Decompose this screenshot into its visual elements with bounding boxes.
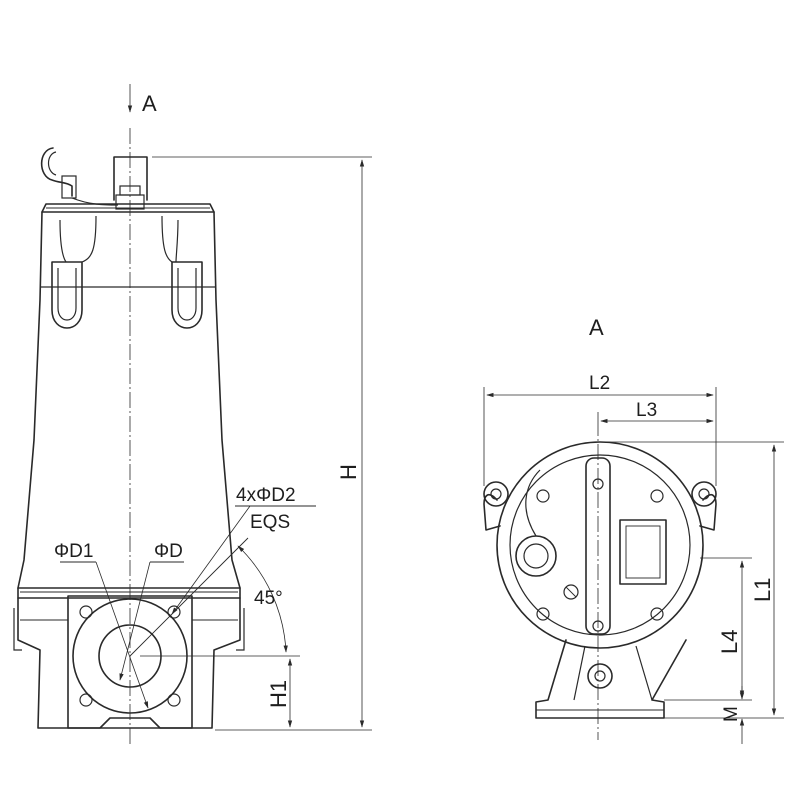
motor-housing	[17, 211, 241, 589]
dim-angle: 45°	[129, 537, 288, 657]
flange-standard-label: EQS	[250, 512, 290, 533]
volute-body	[13, 587, 245, 729]
dim-l1-label: L1	[750, 578, 775, 602]
view-arrow: A	[127, 84, 157, 116]
dim-h1: H1	[140, 655, 300, 728]
dim-l2-label: L2	[589, 373, 610, 394]
front-view: A	[13, 84, 372, 745]
outlet-stub	[113, 156, 148, 210]
dim-l1: L1	[600, 441, 784, 719]
dim-m: M	[664, 686, 752, 744]
end-view: A	[483, 315, 784, 744]
diameter-d-label: ΦD	[154, 541, 183, 562]
dim-l3-label: L3	[636, 400, 657, 421]
dim-h-label: H	[336, 464, 361, 480]
diameter-d1-label: ΦD1	[54, 541, 93, 562]
bolt-holes-label: 4xΦD2	[236, 485, 296, 506]
angle-label: 45°	[254, 588, 283, 609]
dim-h1-label: H1	[266, 680, 291, 708]
view-arrow-label: A	[142, 91, 157, 116]
bolt-hole-callout: 4xΦD2 EQS	[171, 485, 316, 615]
end-view-body	[483, 441, 717, 719]
dim-l4-label: L4	[717, 630, 742, 654]
dim-l2: L2	[483, 373, 717, 486]
dim-l3: L3	[597, 400, 714, 424]
lifting-eye	[40, 147, 119, 206]
end-view-title: A	[589, 315, 604, 340]
dim-m-label: M	[721, 706, 742, 722]
diameter-callouts: ΦD1 ΦD	[54, 541, 184, 709]
dim-l4: L4	[700, 557, 752, 698]
dim-h: H	[152, 156, 372, 731]
